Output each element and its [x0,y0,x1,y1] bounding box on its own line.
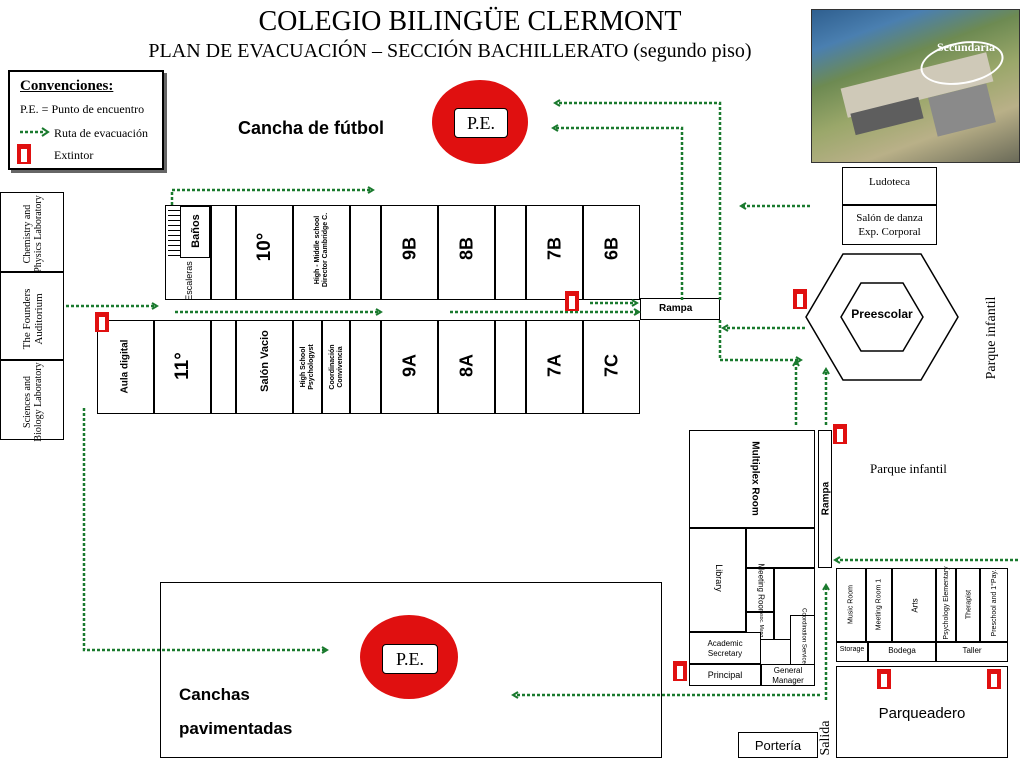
sciences-lab: Sciences and Biology Laboratory [0,360,64,442]
director-office: High - Middle school Director Cambridge … [293,205,350,300]
extinguisher-icon [987,669,1001,689]
page-subtitle: PLAN DE EVACUACIÓN – SECCIÓN BACHILLERAT… [148,40,752,62]
football-field-label: Cancha de fútbol [238,118,385,138]
chemistry-lab: Chemistry and Physics Laboratory [0,192,64,273]
room-7b: 7B [526,205,583,300]
psychologist-office: High School Psychologyst [293,320,322,414]
bathrooms: Baños [180,206,210,258]
route-arrow [718,320,803,364]
room-6b: 6B [583,205,640,300]
room-11: 11° [154,320,211,414]
legend-title: Convenciones: [20,78,114,94]
playground-label: Parque infantil [870,461,947,476]
ramp-main: Rampa [640,298,720,320]
bodega-room: Bodega [868,642,936,662]
room-9b: 9B [381,205,438,300]
coordination-office: Coordinación Convivencia [322,320,350,414]
room-8b: 8B [438,205,495,300]
general-manager: General Manager [761,664,815,686]
aerial-photo: Secundaria [811,9,1020,163]
digital-classroom: Aula digital [97,320,154,414]
room-7c: 7C [583,320,640,414]
extinguisher-icon [673,661,687,681]
music-room: Music Room [836,568,866,642]
dance-room: Salón de danza Exp. Corporal [842,205,937,245]
taller-room: Taller [936,642,1008,662]
storage-room: Storage [836,642,868,662]
ramp-south: Rampa [818,430,832,568]
meeting-point-top-label: P.E. [454,108,508,138]
empty-room: Salón Vacio [236,320,293,414]
meeting-point-bottom-label: P.E. [382,644,438,674]
stairs-label: Escaleras [184,261,194,301]
ludoteca: Ludoteca [842,167,937,205]
room-8a: 8A [438,320,495,414]
arts-room: Arts [892,568,936,642]
page-title: COLEGIO BILINGÜE CLERMONT [258,6,682,37]
playground-label-right: Parque infantil [984,296,999,380]
room-7a: 7A [526,320,583,414]
parking-lot: Parqueadero [836,666,1008,758]
porteria: Portería [738,732,818,758]
exit-label: Salida [818,720,833,756]
preschool-label: Preescolar [851,307,913,321]
room-9a: 9A [381,320,438,414]
multiplex-room: Multiplex Room [689,430,815,528]
extinguisher-icon [565,291,579,311]
route-arrow [170,186,375,205]
psychology-room: Psychology Elementary [936,566,956,642]
academic-secretary: Academic Secretary [689,632,761,664]
meeting-room: Meeting Room [746,563,774,616]
library: Library [689,528,746,632]
extinguisher-icon [95,312,109,332]
legend-box: Convenciones: P.E. = Punto de encuentro … [8,70,164,170]
photo-label: Secundaria [936,40,995,54]
stairs-area: Baños Escaleras [165,205,211,301]
therapist-room: Therapist [956,568,980,642]
principal-office: Principal [689,664,761,686]
legend-route: Ruta de evacuación [54,126,148,140]
extinguisher-icon [17,144,31,164]
route-arrow-icon [20,127,50,137]
legend-pe: P.E. = Punto de encuentro [20,102,145,116]
room-10: 10° [236,205,293,300]
extinguisher-icon [793,289,807,309]
preschool-room: Preschool and 1°Pay. [980,568,1008,642]
extinguisher-icon [833,424,847,444]
founders-auditorium: The Founders Auditorium [0,272,64,360]
preschool-building [805,253,959,381]
coordination-services: Coordination Services [790,608,815,667]
extinguisher-icon [877,669,891,689]
meeting-room-1: Meeting Room 1 [866,568,892,642]
legend-extinguisher: Extintor [54,148,94,162]
